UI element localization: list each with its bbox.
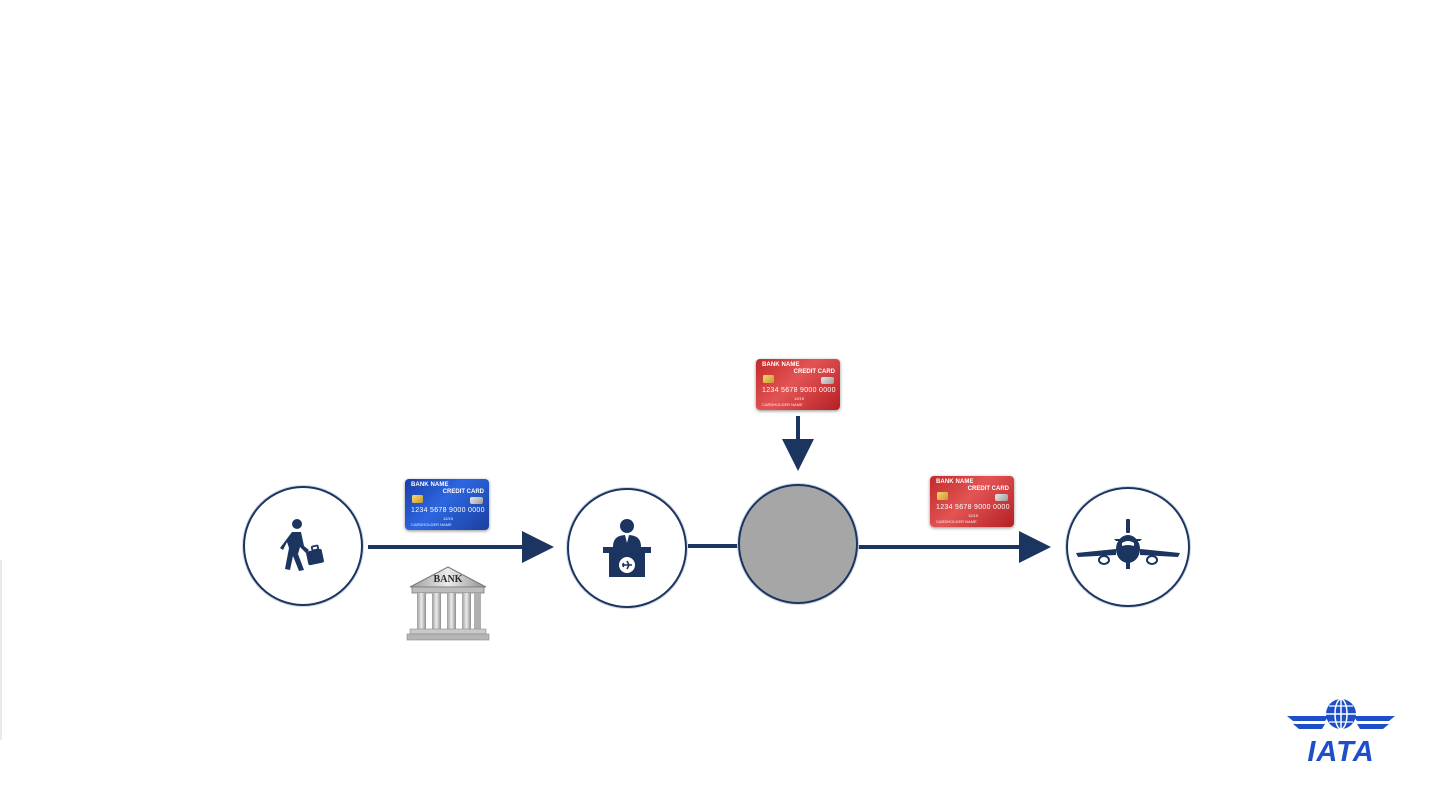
card-chip-icon — [937, 492, 948, 500]
bank-building-icon: BANK — [406, 565, 490, 641]
bank-label: BANK — [433, 574, 463, 585]
red-credit-card-top: BANK NAME CREDIT CARD 1234 5678 9000 000… — [756, 359, 840, 410]
card-hologram-icon — [821, 377, 834, 384]
card-number: 1234 5678 9000 0000 — [762, 387, 836, 394]
iata-globe-wings-icon — [1287, 698, 1395, 730]
blue-credit-card: BANK NAME CREDIT CARD 1234 5678 9000 000… — [405, 479, 489, 530]
red-credit-card-right: BANK NAME CREDIT CARD 1234 5678 9000 000… — [930, 476, 1014, 527]
card-valid-date: 12/19 — [443, 516, 454, 521]
card-type: CREDIT CARD — [442, 489, 484, 495]
card-type: CREDIT CARD — [967, 486, 1009, 492]
card-number: 1234 5678 9000 0000 — [936, 504, 1010, 511]
airplane-icon — [1076, 519, 1180, 569]
card-holder: CARDHOLDER NAME — [411, 522, 452, 527]
card-holder: CARDHOLDER NAME — [936, 519, 977, 524]
traveler-node — [243, 486, 363, 606]
left-edge-divider — [0, 560, 2, 740]
card-hologram-icon — [470, 497, 483, 504]
card-bank-name: BANK NAME — [762, 362, 800, 368]
card-valid-date: 12/19 — [968, 513, 979, 518]
bank-building-graphic — [406, 566, 490, 641]
traveler-with-luggage-icon — [280, 519, 324, 571]
card-hologram-icon — [995, 494, 1008, 501]
middle-node — [738, 484, 858, 604]
card-bank-name: BANK NAME — [411, 482, 449, 488]
card-chip-icon — [412, 495, 423, 503]
iata-logo: IATA — [1285, 696, 1397, 770]
card-type: CREDIT CARD — [793, 369, 835, 375]
card-number: 1234 5678 9000 0000 — [411, 507, 485, 514]
iata-logo-text: IATA — [1307, 736, 1375, 768]
card-chip-icon — [763, 375, 774, 383]
agent-node — [567, 488, 687, 608]
card-holder: CARDHOLDER NAME — [762, 402, 803, 407]
check-in-agent-icon — [603, 519, 651, 577]
airline-node — [1066, 487, 1190, 607]
card-bank-name: BANK NAME — [936, 479, 974, 485]
card-valid-date: 12/19 — [794, 396, 805, 401]
